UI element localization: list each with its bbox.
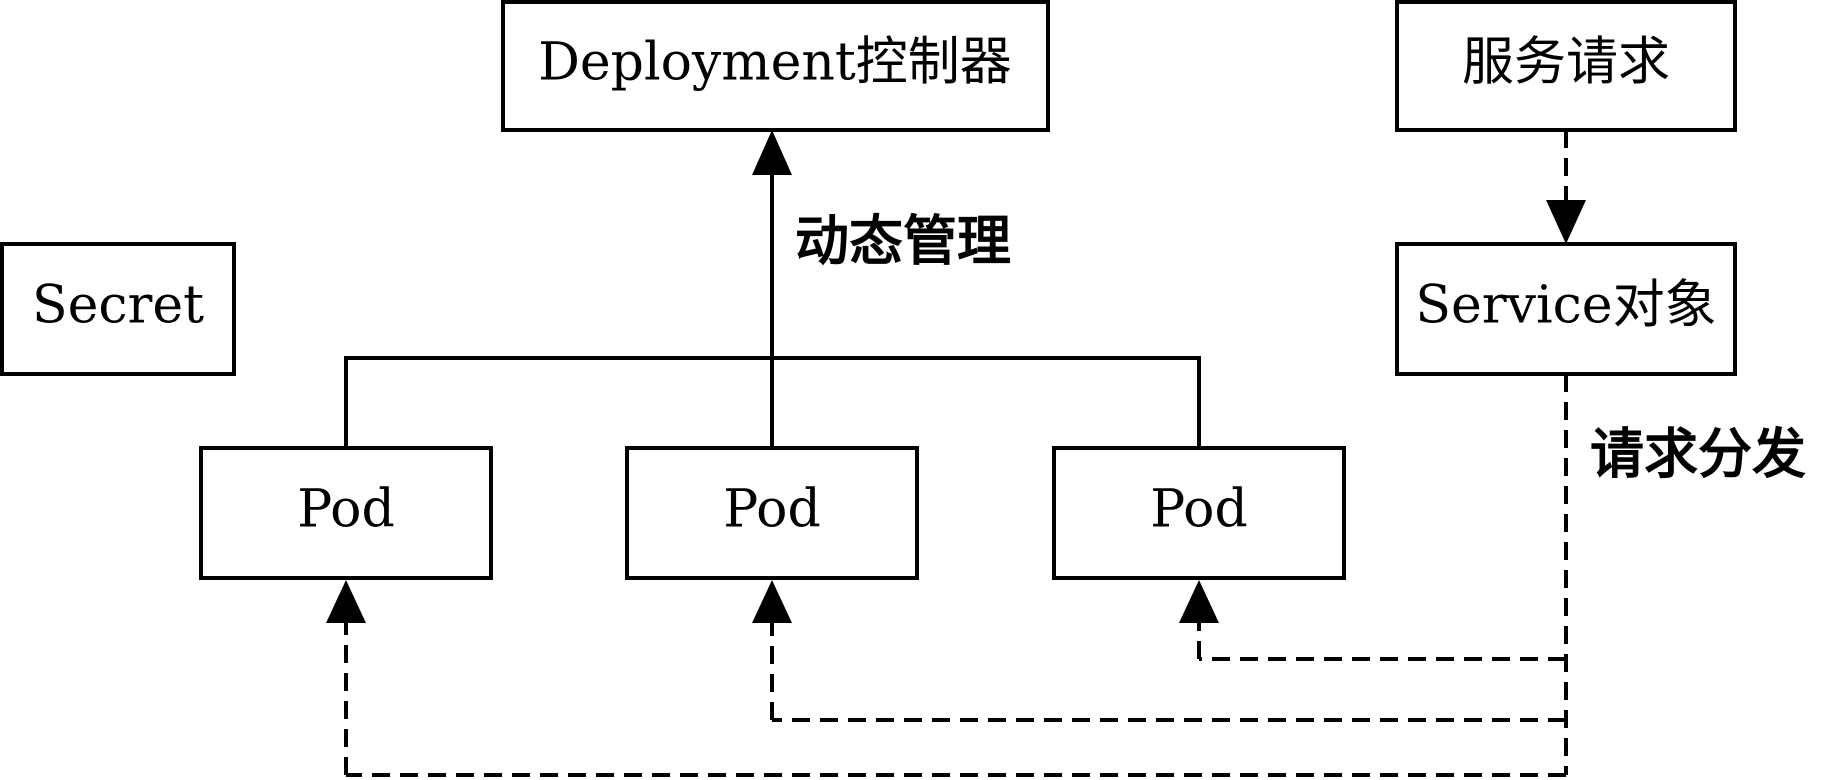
service-object-node: Service对象 (1395, 242, 1737, 376)
deployment-controller-node: Deployment控制器 (501, 0, 1050, 132)
pods-to-deployment-connector (344, 130, 1201, 448)
pod-node-1: Pod (199, 446, 493, 580)
deployment-controller-label: Deployment控制器 (538, 33, 1012, 93)
service-to-pods-distribution (326, 374, 1568, 777)
service-object-label: Service对象 (1415, 276, 1716, 336)
secret-label: Secret (32, 276, 204, 336)
dynamic-management-label: 动态管理 (795, 210, 1011, 273)
pod-node-3: Pod (1052, 446, 1346, 580)
pod-node-2: Pod (625, 446, 919, 580)
pod-label-1: Pod (297, 480, 394, 540)
pod-label-2: Pod (723, 480, 820, 540)
pod-label-3: Pod (1150, 480, 1247, 540)
service-request-label: 服务请求 (1462, 33, 1670, 93)
service-request-node: 服务请求 (1395, 0, 1737, 132)
request-to-service-arrow (1546, 130, 1586, 244)
secret-node: Secret (0, 242, 236, 376)
request-distribution-label: 请求分发 (1590, 423, 1806, 486)
